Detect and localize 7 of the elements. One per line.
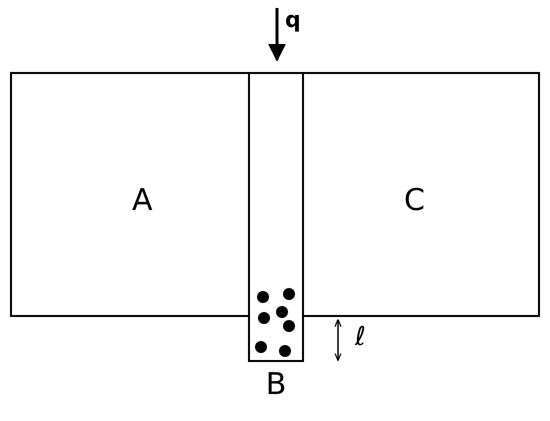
region-box — [302, 72, 540, 317]
region-label: C — [404, 184, 425, 218]
region-box — [10, 72, 250, 317]
region-label: A — [132, 184, 153, 218]
flux-label: q — [285, 8, 301, 34]
dimension-label: ℓ — [355, 322, 366, 352]
region-label: B — [266, 368, 286, 402]
